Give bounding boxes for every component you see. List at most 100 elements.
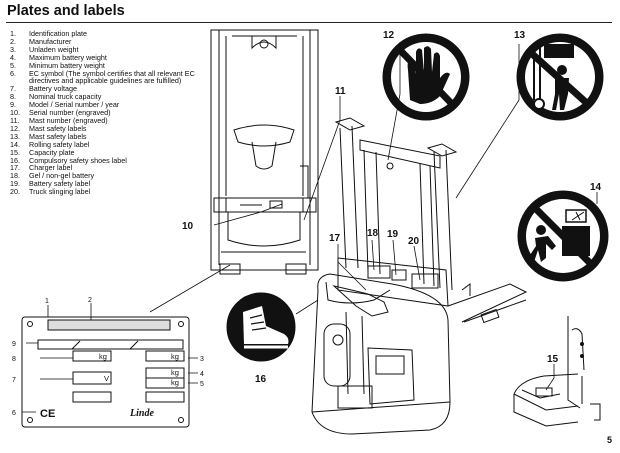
callout-15: 15 [547, 354, 559, 365]
legend-item: 9. Model / Serial number / year [10, 101, 210, 109]
callout-13: 13 [514, 30, 526, 41]
legend-item-text: Gel / non-gel battery [29, 171, 95, 181]
capacity-plate-detail-drawing [513, 316, 601, 427]
callout-20: 20 [408, 236, 420, 247]
plate-callout-3: 3 [200, 356, 204, 363]
legend-item: 5. Minimum battery weight [10, 60, 210, 70]
manufacturer-logo: Linde [129, 408, 154, 419]
page-number: 5 [606, 435, 612, 445]
legend-item-number: 12. [10, 123, 20, 133]
callout-leader-lines [22, 42, 598, 413]
callout-14: 14 [590, 182, 602, 193]
legend-item: 12. Mast safety labels [10, 123, 210, 133]
callout-19: 19 [387, 229, 399, 240]
legend-item: 16. Compulsory safety shoes label [10, 155, 210, 165]
legend-item-text: Mast number (engraved) [29, 115, 108, 125]
legend-item-number: 17. [10, 163, 20, 173]
legend-item-number: 4. [10, 52, 16, 62]
page-title: Plates and labels [7, 3, 125, 19]
legend-item-number: 3. [10, 44, 16, 54]
legend-item: 17. Charger label [10, 164, 210, 172]
legend-item-text: Model / Serial number / year [29, 100, 120, 110]
legend-item-text: Unladen weight [29, 44, 79, 54]
legend-item-number: 20. [10, 187, 20, 197]
legend-item-number: 11. [10, 115, 20, 125]
legend-item: directives and applicable guidelines are… [10, 77, 210, 85]
legend-item: 6. EC symbol (The symbol certifies that a… [10, 68, 210, 78]
plate-callout-6: 6 [12, 410, 16, 417]
legend-item-number: 19. [10, 179, 20, 189]
labels-legend: 1. Identification plate 2. Manufacturer 3.… [10, 30, 210, 196]
legend-item-number: 8. [10, 92, 16, 102]
legend-item-text: Truck slinging label [29, 187, 91, 197]
legend-item-number: 13. [10, 131, 20, 141]
legend-item: 2. Manufacturer [10, 36, 210, 46]
legend-item-text: Rolling safety label [29, 139, 90, 149]
plate-callout-1: 1 [45, 298, 49, 305]
callout-11: 11 [335, 86, 346, 97]
legend-item: 3. Unladen weight [10, 44, 210, 54]
title-divider [6, 22, 612, 23]
legend-item-number: 6. [10, 68, 16, 78]
pallet-stacker-truck-drawing [311, 117, 528, 435]
legend-item-number: 9. [10, 100, 16, 110]
legend-item: 10.Serial number (engraved) [10, 109, 210, 117]
legend-item-text: Capacity plate [29, 147, 75, 157]
callout-16: 16 [255, 374, 267, 385]
truck-rear-view-drawing [210, 29, 319, 275]
legend-item-text: directives and applicable guidelines are… [29, 76, 182, 86]
legend-item-text: Battery voltage [29, 84, 77, 94]
plate-callout-7: 7 [12, 377, 16, 384]
legend-item-text: Mast safety labels [29, 123, 87, 133]
legend-item-text: Manufacturer [29, 36, 72, 46]
no-standing-under-load-icon [516, 33, 604, 121]
legend-item: 13. Mast safety labels [10, 131, 210, 141]
legend-item-text: Identification plate [29, 29, 87, 38]
legend-item-text: Minimum battery weight [29, 60, 105, 70]
rolling-safety-prohibition-icon [517, 190, 609, 282]
plate-unit-capacity: kg [99, 352, 107, 361]
plate-callout-2: 2 [88, 297, 92, 304]
legend-item-text: Charger label [29, 163, 73, 173]
legend-item-text: Compulsory safety shoes label [29, 155, 127, 165]
safety-shoes-label-icon [226, 292, 296, 362]
no-hand-prohibition-icon [382, 33, 470, 121]
plate-unit-max-battery: kg [171, 368, 179, 377]
legend-item-number: 15. [10, 147, 20, 157]
legend-item-number: 14. [10, 139, 20, 149]
plate-callout-4: 4 [200, 371, 204, 378]
legend-item-number: 18. [10, 171, 20, 181]
legend-item: 11. Mast number (engraved) [10, 117, 210, 125]
legend-item-text: EC symbol (The symbol certifies that all… [29, 68, 195, 78]
callout-12: 12 [383, 30, 395, 41]
legend-item: 1. Identification plate [10, 30, 210, 38]
ce-mark: CE [40, 408, 55, 420]
plate-callout-8: 8 [12, 356, 16, 363]
plate-callout-9: 9 [12, 341, 16, 348]
legend-item: 7. Battery voltage [10, 85, 210, 93]
legend-item: 15. Capacity plate [10, 147, 210, 157]
legend-item-number: 16. [10, 155, 20, 165]
legend-item: 19. Battery safety label [10, 180, 210, 188]
legend-item: 18. Gel / non-gel battery [10, 172, 210, 180]
callout-17: 17 [329, 233, 341, 244]
legend-item-number: 1. [10, 29, 16, 38]
legend-item-number: 2. [10, 36, 16, 46]
legend-item-text: Nominal truck capacity [29, 92, 102, 102]
legend-item: 4. Maximum battery weight [10, 52, 210, 62]
legend-item-text: Mast safety labels [29, 131, 87, 141]
legend-item-number: 7. [10, 84, 16, 94]
legend-item-text: Serial number (engraved) [29, 108, 111, 118]
legend-item: 14. Rolling safety label [10, 139, 210, 149]
legend-item-text: Battery safety label [29, 179, 91, 189]
callout-10: 10 [182, 221, 194, 232]
plate-callout-5: 5 [200, 381, 204, 388]
plate-unit-unladen-weight: kg [171, 352, 179, 361]
legend-item: 20. Truck slinging label [10, 188, 210, 196]
legend-item-text: Maximum battery weight [29, 52, 107, 62]
identification-plate-diagram [21, 316, 190, 428]
legend-item-number: 5. [10, 60, 16, 70]
legend-item: 8. Nominal truck capacity [10, 93, 210, 101]
plate-unit-voltage: V [104, 374, 109, 383]
